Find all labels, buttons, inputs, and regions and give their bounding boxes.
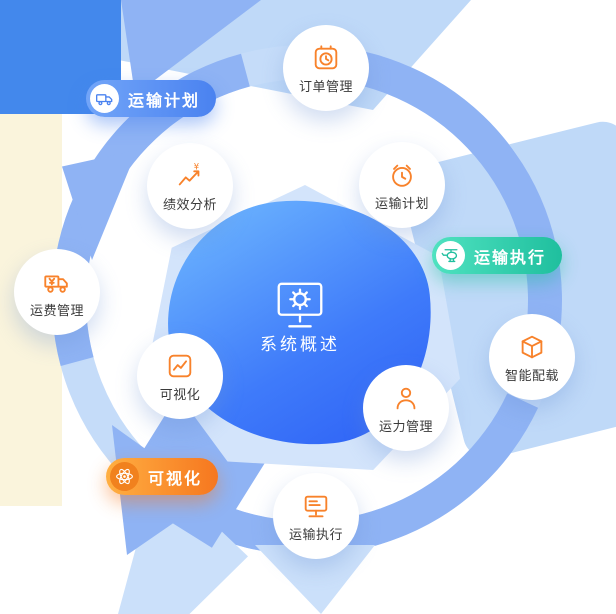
center-content: 系统概述 <box>260 282 340 355</box>
pill-visualization: 可视化 <box>106 458 219 495</box>
node-label: 运费管理 <box>29 303 84 319</box>
node-smart-loading: 智能配载 <box>489 314 575 400</box>
node-freight-management: 运费管理 <box>14 249 100 335</box>
node-label: 运输执行 <box>288 527 343 543</box>
node-label: 运力管理 <box>378 419 433 435</box>
node-transport-plan: 运输计划 <box>359 142 445 228</box>
node-label: 绩效分析 <box>162 197 217 213</box>
pill-label: 运输计划 <box>128 90 201 110</box>
node-label: 运输计划 <box>374 196 429 212</box>
trend-chart-icon: ¥ <box>175 160 205 192</box>
pill-label: 运输执行 <box>474 247 547 267</box>
center-node-system-overview: 系统概述 <box>155 186 445 460</box>
person-icon <box>391 382 421 414</box>
pill-label: 可视化 <box>148 468 203 488</box>
node-visualization: 可视化 <box>137 333 223 419</box>
pill-transport-plan: 运输计划 <box>86 80 217 117</box>
monitor-gear-icon <box>269 282 331 328</box>
node-label: 订单管理 <box>298 79 353 95</box>
truck-icon <box>90 84 119 113</box>
computer-icon <box>301 490 331 522</box>
node-transport-execution: 运输执行 <box>273 473 359 559</box>
package-box-icon <box>517 331 547 363</box>
atom-icon <box>110 462 139 491</box>
node-label: 可视化 <box>159 387 201 403</box>
node-order-management: 订单管理 <box>283 25 369 111</box>
alarm-clock-icon <box>387 159 417 191</box>
node-capacity-management: 运力管理 <box>363 365 449 451</box>
pill-transport-execution: 运输执行 <box>432 237 563 274</box>
node-performance-analysis: ¥ 绩效分析 <box>147 143 233 229</box>
center-label: 系统概述 <box>260 335 340 355</box>
line-chart-icon <box>165 350 195 382</box>
truck-yen-icon <box>42 266 72 298</box>
node-label: 智能配载 <box>504 368 559 384</box>
clipboard-clock-icon <box>311 42 341 74</box>
svg-text:¥: ¥ <box>194 161 200 171</box>
helicopter-icon <box>436 241 465 270</box>
